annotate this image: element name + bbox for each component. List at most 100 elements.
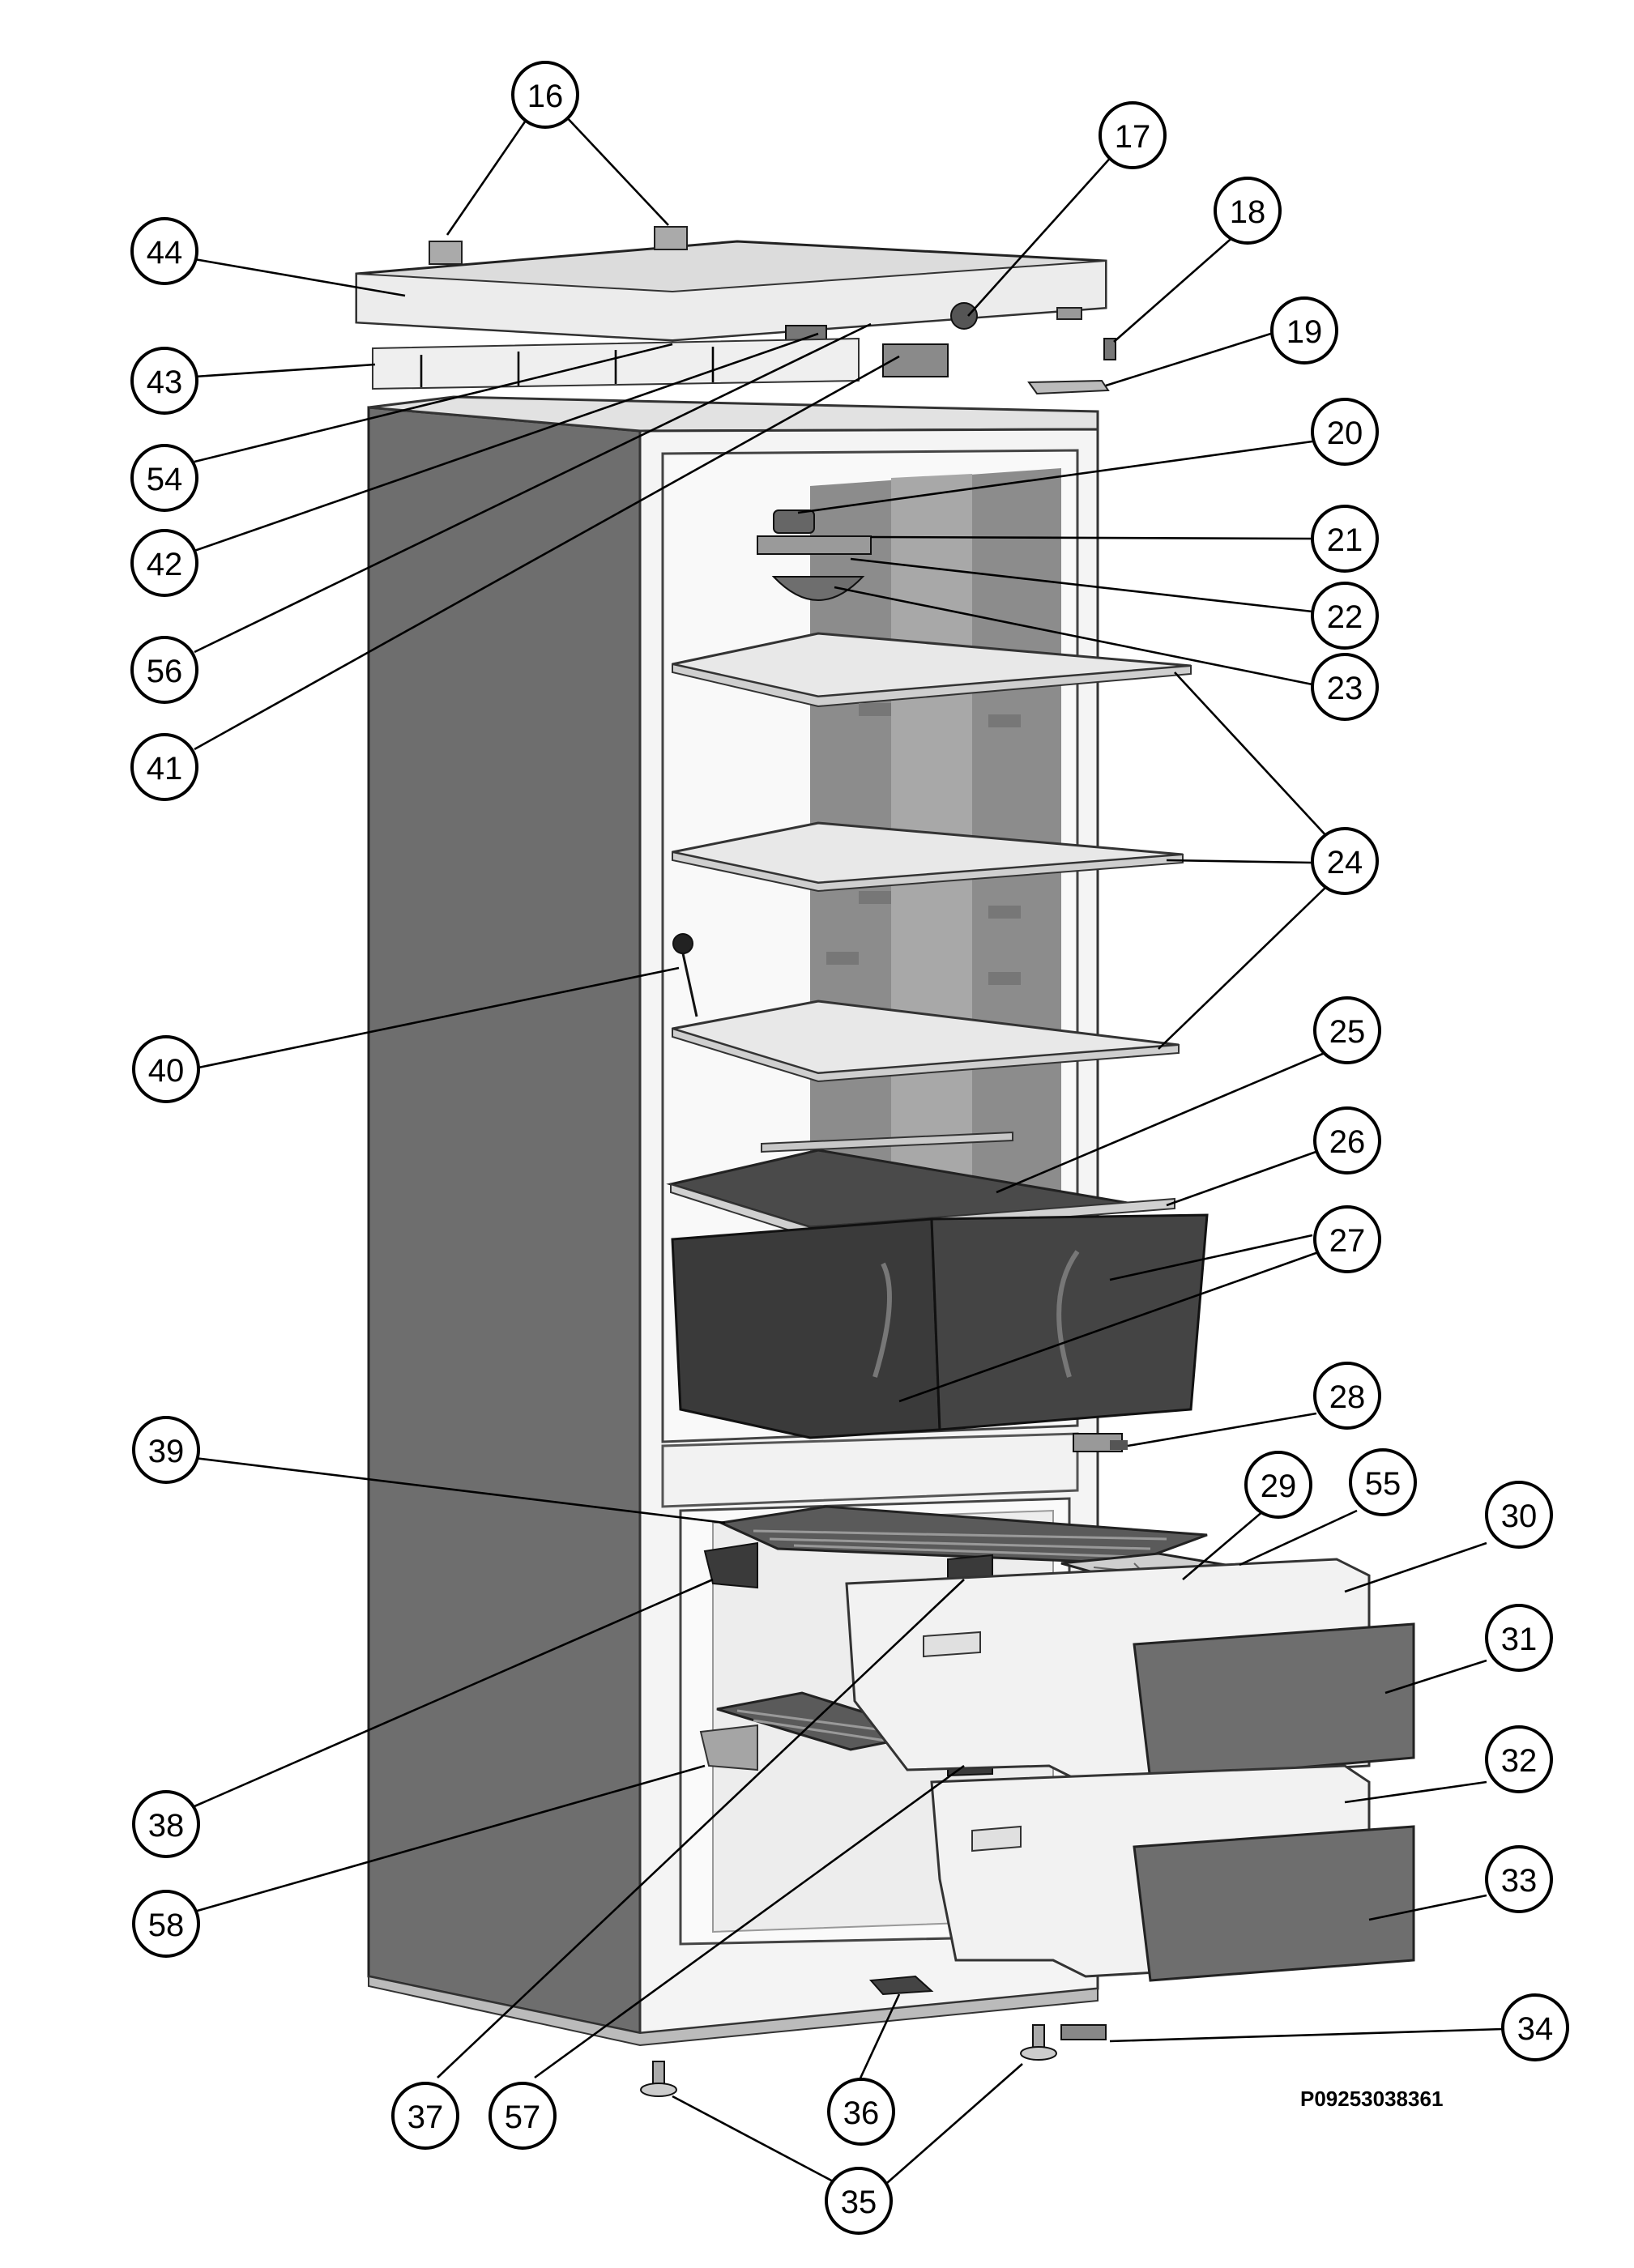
shelf-support [826, 952, 859, 965]
bracket-58 [699, 1724, 758, 1771]
callout-19: 19 [1270, 296, 1338, 364]
callout-39: 39 [132, 1416, 200, 1484]
crisper-drawers [671, 1213, 1209, 1439]
leader-41 [194, 355, 900, 751]
callout-22: 22 [1311, 582, 1379, 650]
middle-hinge [1073, 1433, 1128, 1452]
top-cover-assembly [355, 226, 1116, 395]
callout-label: 16 [527, 79, 564, 114]
crisper-drawer-left [671, 1217, 941, 1439]
hinge-pin-28 [1110, 1440, 1128, 1450]
callout-label: 18 [1230, 194, 1266, 230]
leader-21 [870, 535, 1313, 540]
callout-label: 38 [148, 1808, 185, 1844]
callout-37: 37 [391, 2082, 459, 2150]
crisper-handle-right [1056, 1250, 1080, 1378]
callout-label: 20 [1327, 416, 1363, 451]
shelf-support [988, 714, 1021, 727]
leader-35b [886, 2063, 1023, 2184]
callout-label: 34 [1517, 2011, 1554, 2047]
compartment-divider [661, 1432, 1079, 1508]
callout-33: 33 [1485, 1845, 1553, 1913]
leader-36 [857, 1993, 901, 2083]
callout-label: 26 [1329, 1124, 1366, 1160]
callout-label: 35 [841, 2185, 877, 2220]
leader-24b [1166, 859, 1313, 864]
crisper-drawer-right [930, 1213, 1209, 1431]
callout-54: 54 [130, 444, 198, 512]
crisper-frame-26 [670, 1183, 1175, 1238]
callout-label: 27 [1329, 1223, 1366, 1259]
thermostat-knob [950, 302, 978, 330]
feet-and-hinges [640, 933, 1107, 2097]
callout-55: 55 [1349, 1448, 1417, 1516]
callout-43: 43 [130, 347, 198, 415]
callout-29: 29 [1244, 1451, 1312, 1519]
lamp-holder [757, 535, 872, 555]
crisper-frame-back [761, 1131, 1013, 1153]
leader-43 [194, 363, 376, 378]
leader-26 [1166, 1149, 1321, 1207]
hinge-bracket-right [654, 226, 688, 250]
leader-18 [1113, 234, 1236, 343]
glass-shelf-1-edge [672, 663, 1192, 708]
callout-label: 21 [1327, 522, 1363, 558]
cabinet-side-panel [367, 406, 642, 2035]
foot-right-base-35 [1020, 2046, 1057, 2061]
callout-31: 31 [1485, 1604, 1553, 1672]
door-stop-40 [672, 933, 693, 954]
leader-17 [967, 153, 1115, 317]
callout-label: 29 [1261, 1469, 1297, 1504]
drawer-handle-lower [971, 1825, 1022, 1852]
callout-label: 57 [505, 2100, 541, 2135]
callout-label: 23 [1327, 671, 1363, 706]
freezer-drawer-lower-front-33 [1133, 1825, 1415, 1982]
callout-label: 43 [147, 364, 183, 400]
leader-30 [1344, 1541, 1487, 1593]
crisper-handle-left [872, 1262, 892, 1378]
callout-35: 35 [825, 2167, 893, 2235]
shelf-support [859, 703, 891, 716]
leader-40 [198, 966, 680, 1069]
bottom-hinge-36 [868, 1975, 934, 1996]
lamp-switch [773, 509, 815, 534]
leader-20 [797, 440, 1313, 514]
callout-58: 58 [132, 1890, 200, 1958]
callout-36: 36 [827, 2078, 895, 2146]
callout-label: 22 [1327, 599, 1363, 635]
callout-25: 25 [1313, 996, 1381, 1064]
callout-label: 58 [148, 1908, 185, 1943]
hinge-bracket-left [429, 241, 463, 265]
callout-label: 17 [1115, 119, 1151, 155]
leader-32 [1344, 1780, 1487, 1804]
leader-56 [194, 322, 872, 654]
leader-31 [1384, 1659, 1487, 1695]
callout-label: 56 [147, 654, 183, 689]
leader-lines [194, 113, 1504, 2185]
top-cover-face [356, 259, 1107, 342]
crisper-cover [666, 1131, 1175, 1238]
leader-16a [446, 113, 532, 236]
callout-label: 44 [147, 235, 183, 271]
leader-24a [1174, 671, 1329, 839]
leader-57 [534, 1764, 965, 2079]
callout-label: 31 [1501, 1622, 1538, 1657]
callout-21: 21 [1311, 505, 1379, 573]
callout-26: 26 [1313, 1106, 1381, 1174]
shelf-support [859, 891, 891, 904]
callout-label: 42 [147, 547, 183, 582]
cabinet-bottom [368, 1975, 1099, 2047]
callout-label: 40 [148, 1053, 185, 1089]
glass-shelf-2-edge [672, 850, 1184, 893]
leader-27b [898, 1250, 1321, 1403]
callout-40: 40 [132, 1035, 200, 1103]
callout-label: 55 [1365, 1466, 1401, 1502]
cabinet-top-surface [368, 395, 1099, 433]
callout-30: 30 [1485, 1481, 1553, 1549]
foot-left-base-35 [640, 2083, 677, 2097]
part-18-clip [1103, 338, 1116, 360]
callout-16: 16 [511, 61, 579, 129]
leader-58 [194, 1764, 706, 1913]
freezer-parts [699, 1505, 1415, 1982]
